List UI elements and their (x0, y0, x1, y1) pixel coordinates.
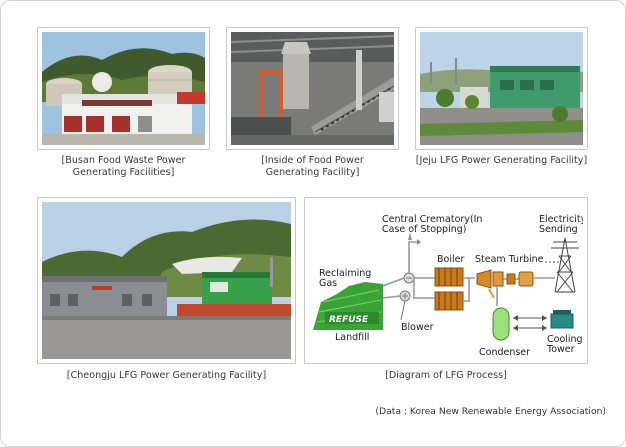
diagram-lfg-process: Central Crematory(In Case of Stopping) E… (304, 197, 588, 364)
caption-busan: [Busan Food Waste Power Generating Facil… (61, 155, 186, 178)
label-central-crematory-2: Case of Stopping) (382, 224, 466, 235)
lfg-process-svg: Central Crematory(In Case of Stopping) E… (313, 214, 583, 358)
label-electricity-2: Sending (539, 224, 578, 235)
label-reclaiming-2: Gas (319, 278, 337, 289)
caption-diagram: [Diagram of LFG Process] (385, 370, 507, 381)
label-condenser: Condenser (479, 347, 530, 358)
label-steam-turbine: Steam Turbine (475, 254, 544, 265)
transmission-tower-icon (551, 237, 579, 293)
label-central-crematory-1: Central Crematory(In (382, 214, 482, 225)
photo-busan-food-waste (37, 27, 210, 150)
landfill-shape: REFUSE (313, 282, 383, 330)
photo-jeju-lfg (415, 27, 588, 150)
cooling-tower-icon (550, 310, 574, 329)
photo-inside-food-facility (226, 27, 399, 150)
label-cooling-1: Cooling (547, 334, 583, 345)
boiler-icon (434, 267, 464, 311)
condenser-icon (492, 307, 510, 341)
label-electricity-1: Electricity (539, 214, 583, 225)
label-refuse: REFUSE (329, 315, 369, 325)
label-cooling-2: Tower (546, 344, 575, 355)
source-note: (Data : Korea New Renewable Energy Assoc… (375, 406, 606, 417)
label-boiler: Boiler (437, 254, 464, 265)
photo-cheongju-lfg (37, 197, 296, 364)
caption-inside-food: [Inside of Food Power Generating Facilit… (261, 155, 364, 178)
valve-icon (403, 272, 415, 284)
caption-cheongju: [Cheongju LFG Power Generating Facility] (66, 370, 267, 381)
label-blower: Blower (401, 322, 434, 333)
blower-icon (399, 290, 411, 321)
caption-jeju: [Jeju LFG Power Generating Facility] (415, 155, 588, 166)
label-reclaiming-1: Reclaiming (319, 268, 371, 279)
steam-turbine-icon (476, 269, 534, 299)
label-landfill: Landfill (335, 332, 369, 343)
